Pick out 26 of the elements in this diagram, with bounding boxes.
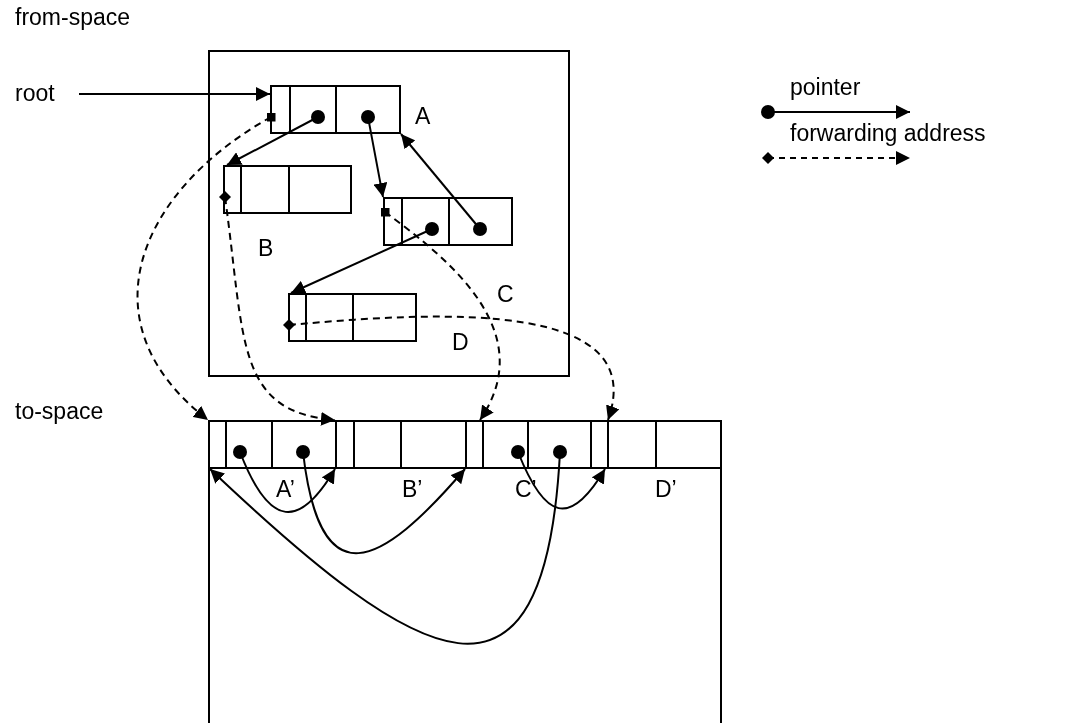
forwarding-arrow (283, 315, 618, 421)
root-label: root (15, 82, 55, 105)
pointer-arrow (511, 445, 606, 510)
pointer-arrow (209, 445, 567, 645)
pointer-arrow (296, 445, 466, 555)
forwarding-arrow (136, 112, 276, 421)
space-heading: to-space (15, 400, 104, 423)
pointer-arrow (233, 445, 336, 513)
legend-label: forwarding address (790, 122, 986, 145)
space-heading: from-space (15, 6, 131, 29)
object-label: B’ (402, 478, 423, 501)
pointer-arrow (226, 110, 325, 166)
object-label: C’ (515, 478, 537, 501)
object-label: C (497, 283, 514, 306)
pointer-arrow (78, 87, 271, 101)
forwarding-arrow (380, 207, 501, 421)
pointer-arrow (361, 110, 388, 198)
forwarding-arrow (219, 191, 336, 425)
object-label: A (415, 105, 431, 128)
object-label: D’ (655, 478, 677, 501)
object-label: A’ (276, 478, 295, 501)
pointer-arrow (400, 133, 487, 236)
object-label: B (258, 237, 274, 260)
object-label: D (452, 331, 469, 354)
legend-label: pointer (790, 76, 861, 99)
pointer-arrow (290, 222, 439, 294)
